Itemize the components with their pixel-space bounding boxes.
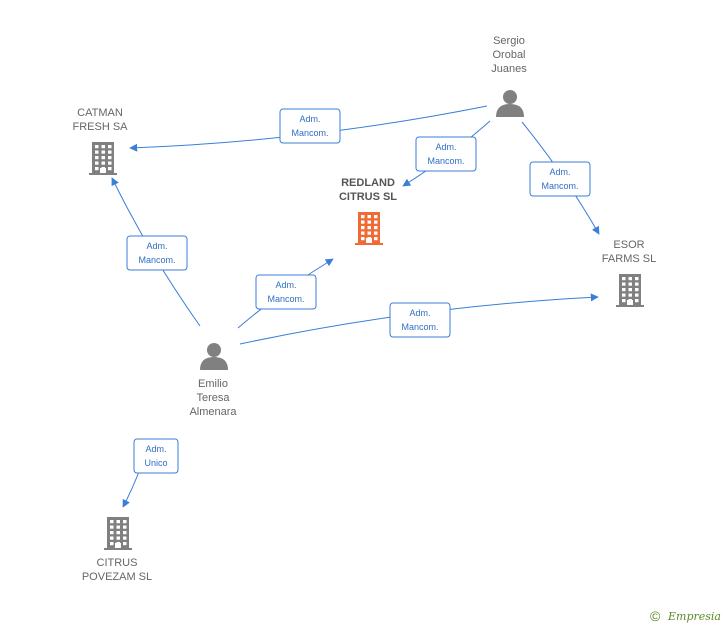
node-label-line[interactable]: Teresa [196,392,230,404]
node-redland[interactable]: REDLAND CITRUS SL [339,177,397,245]
person-icon[interactable] [496,90,524,117]
edge-sergio-to-redland: Adm. Mancom. [402,120,491,187]
edge-label-line: Adm. [299,114,320,124]
edge-label-line: Mancom. [427,156,464,166]
edge-label-box[interactable] [529,161,591,197]
edge-label-box[interactable] [279,108,341,144]
node-label-line[interactable]: REDLAND [341,177,395,189]
edge-sergio-to-catman: Adm. Mancom. [129,105,488,152]
edge-label-line: Mancom. [401,322,438,332]
edge-label-line: Adm. [145,444,166,454]
node-label-line[interactable]: POVEZAM SL [82,571,152,583]
edge-label-line: Adm. [146,241,167,251]
edge-emilio-to-citrus: Adm. Unico [122,438,179,508]
edge-sergio-to-esor: Adm. Mancom. [521,121,600,235]
person-icon[interactable] [200,343,228,370]
edge-label-box[interactable] [415,136,477,172]
node-label-line[interactable]: FARMS SL [602,253,656,265]
building-icon[interactable] [104,517,132,550]
edge-label-line: Mancom. [541,181,578,191]
building-icon[interactable] [616,274,644,307]
edge-label-line: Mancom. [138,255,175,265]
node-label-line[interactable]: CITRUS [97,557,138,569]
edge-label-line: Adm. [435,142,456,152]
node-citrus[interactable]: CITRUS POVEZAM SL [82,517,152,583]
edge-label-line: Mancom. [267,294,304,304]
edge-label-box[interactable] [389,302,451,338]
node-catman[interactable]: CATMAN FRESH SA [72,107,128,175]
brand-logo[interactable]: Empresia [668,610,721,623]
edge-emilio-to-redland: Adm. Mancom. [237,258,334,329]
edge-emilio-to-esor: Adm. Mancom. [239,293,599,345]
node-label-line[interactable]: Almenara [189,406,237,418]
edge-label-box[interactable] [255,274,317,310]
edge-label-line: Adm. [549,167,570,177]
building-icon[interactable] [355,212,383,245]
node-label-line[interactable]: Juanes [491,63,527,75]
node-label-line[interactable]: ESOR [613,239,644,251]
node-label-line[interactable]: CITRUS SL [339,191,397,203]
edge-emilio-to-catman: Adm. Mancom. [111,177,201,327]
edge-label-line: Adm. [409,308,430,318]
edge-label-box[interactable] [126,235,188,271]
edge-label-line: Mancom. [291,128,328,138]
edge-label-box[interactable] [133,438,179,474]
copyright-symbol: © [650,608,661,624]
node-label-line[interactable]: Sergio [493,35,525,47]
node-esor[interactable]: ESOR FARMS SL [602,239,656,307]
edge-label-line: Adm. [275,280,296,290]
edge-label-line: Unico [144,458,167,468]
node-label-line[interactable]: CATMAN [77,107,123,119]
node-label-line[interactable]: Orobal [492,49,525,61]
node-label-line[interactable]: FRESH SA [72,121,128,133]
building-icon[interactable] [89,142,117,175]
node-label-line[interactable]: Emilio [198,378,228,390]
